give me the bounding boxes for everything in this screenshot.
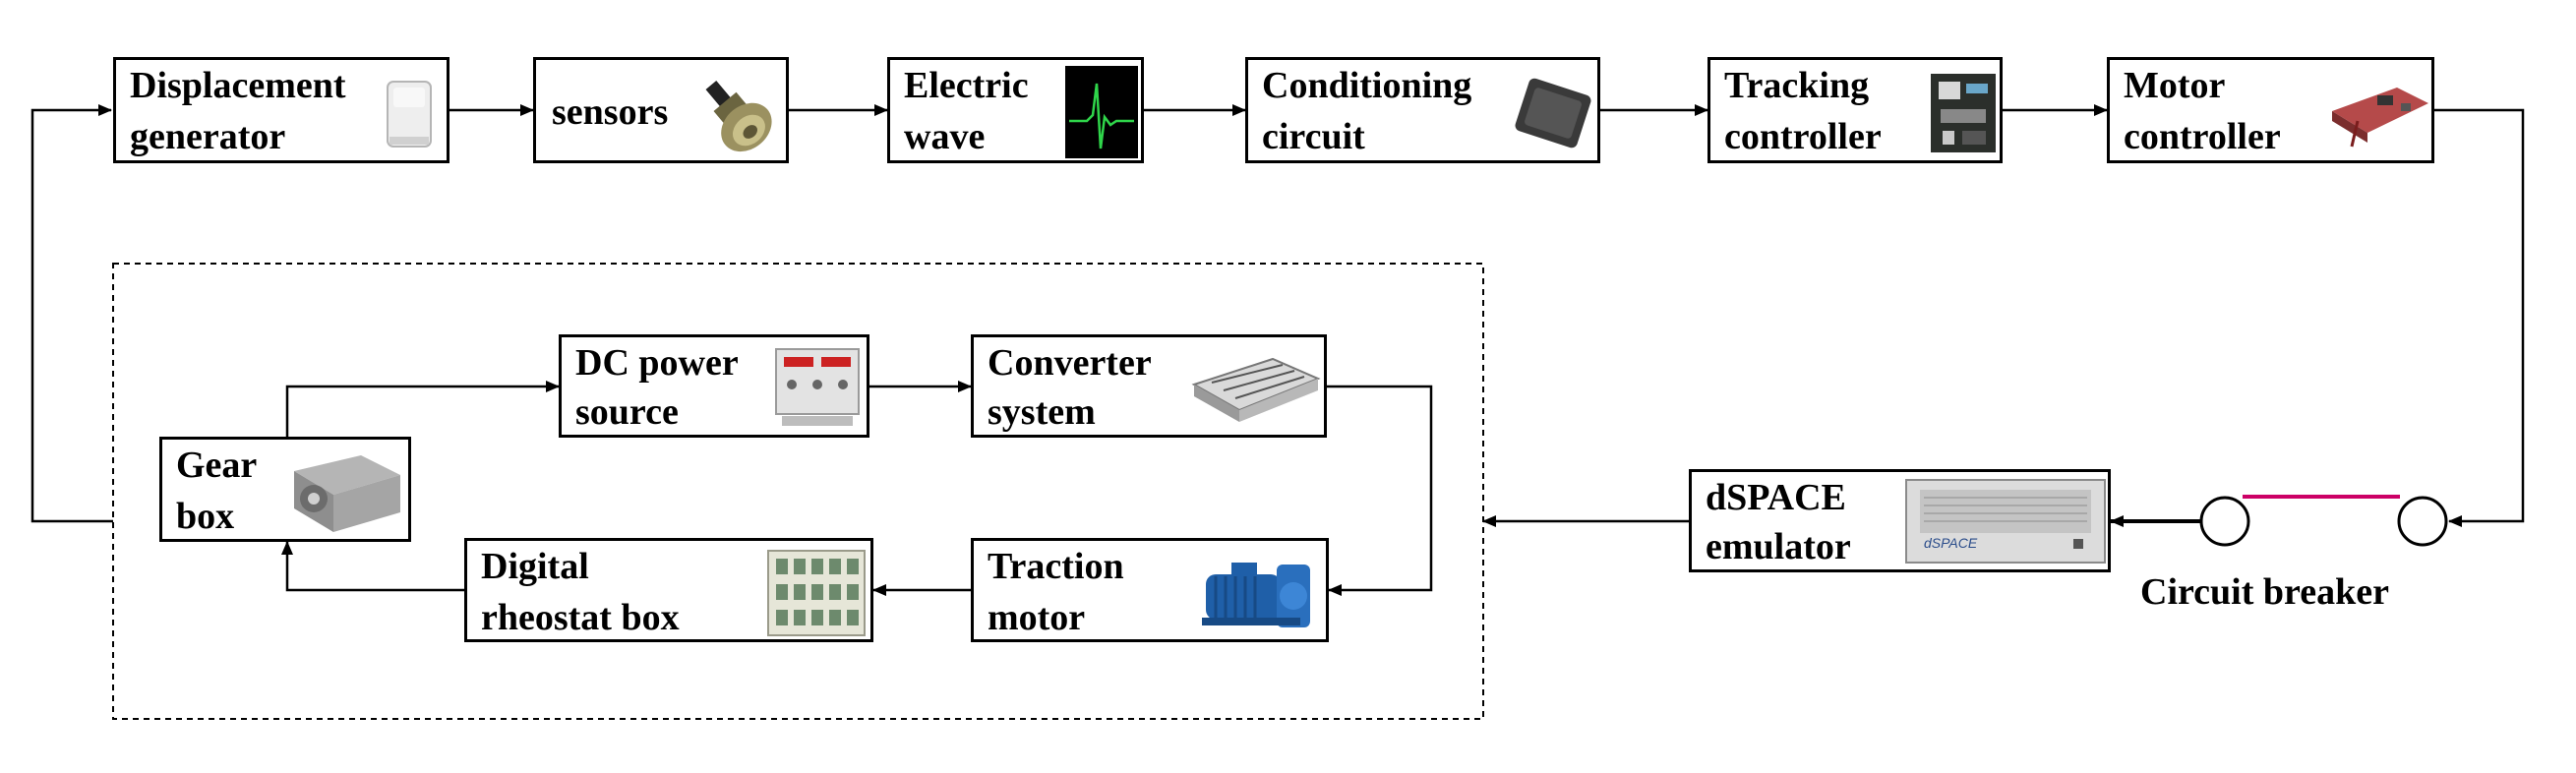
circuit-breaker-symbol xyxy=(2199,495,2448,547)
rheostat-icon xyxy=(767,550,866,636)
tracking-controller-block: Tracking controller xyxy=(1707,57,2003,163)
traction-line2: motor xyxy=(988,597,1086,638)
rheostat-line1: Digital xyxy=(481,546,589,587)
traction-motor-icon xyxy=(1202,563,1310,627)
gear-box-block: Gear box xyxy=(159,437,411,542)
tracking-line2: controller xyxy=(1724,116,1882,157)
sensors-block: sensors xyxy=(533,57,789,163)
conditioning-line2: circuit xyxy=(1262,116,1365,157)
traction-line1: Traction xyxy=(988,546,1124,587)
sensor-icon xyxy=(705,81,772,152)
circuit-chip-icon xyxy=(1515,78,1591,149)
displacement-line1: Displacement xyxy=(130,65,346,106)
electric-line1: Electric xyxy=(904,65,1029,106)
converter-icon xyxy=(1191,357,1321,422)
circuit-breaker-label: Circuit breaker xyxy=(2140,571,2389,613)
converter-line2: system xyxy=(988,391,1096,433)
displacement-line2: generator xyxy=(130,116,286,157)
sensors-label: sensors xyxy=(552,91,669,133)
conditioning-circuit-block: Conditioning circuit xyxy=(1245,57,1600,163)
traction-motor-block: Traction motor xyxy=(971,538,1329,642)
displacement-generator-icon xyxy=(387,81,432,148)
dspace-rack-icon: dSPACE xyxy=(1904,478,2107,565)
motor-ctrl-line2: controller xyxy=(2124,116,2281,157)
motor-controller-icon xyxy=(2332,88,2428,148)
displacement-generator-block: Displacement generator xyxy=(113,57,449,163)
motor-ctrl-line1: Motor xyxy=(2124,65,2226,106)
rheostat-line2: rheostat box xyxy=(481,597,680,638)
dspace-line2: emulator xyxy=(1706,526,1851,567)
electric-line2: wave xyxy=(904,116,986,157)
line-feedback-to-displacement xyxy=(30,104,113,523)
dspace-emulator-block: dSPACE emulator dSPACE xyxy=(1689,469,2111,572)
gearbox-line2: box xyxy=(176,496,235,537)
line-motor-to-breaker xyxy=(2434,108,2525,527)
gearbox-line1: Gear xyxy=(176,445,258,486)
waveform-icon xyxy=(1065,66,1138,158)
gearbox-icon xyxy=(294,455,400,532)
converter-system-block: Converter system xyxy=(971,334,1327,438)
dc-power-line2: source xyxy=(575,391,679,433)
conditioning-line1: Conditioning xyxy=(1262,65,1472,106)
digital-rheostat-box-block: Digital rheostat box xyxy=(464,538,873,642)
electric-wave-block: Electric wave xyxy=(887,57,1144,163)
dc-power-source-block: DC power source xyxy=(559,334,869,438)
dspace-line1: dSPACE xyxy=(1706,477,1846,518)
subsystem-dashed-boundary xyxy=(112,263,1484,720)
line-rheostat-to-gearbox xyxy=(281,541,464,592)
motor-controller-block: Motor controller xyxy=(2107,57,2434,163)
dc-power-line1: DC power xyxy=(575,342,739,384)
line-converter-to-traction xyxy=(1327,385,1433,596)
power-supply-icon xyxy=(775,348,860,426)
converter-line1: Converter xyxy=(988,342,1152,384)
dspace-brand-text: dSPACE xyxy=(1924,535,1978,551)
line-gearbox-to-dc xyxy=(285,381,560,437)
tracking-line1: Tracking xyxy=(1724,65,1870,106)
controller-board-icon xyxy=(1931,74,1996,152)
